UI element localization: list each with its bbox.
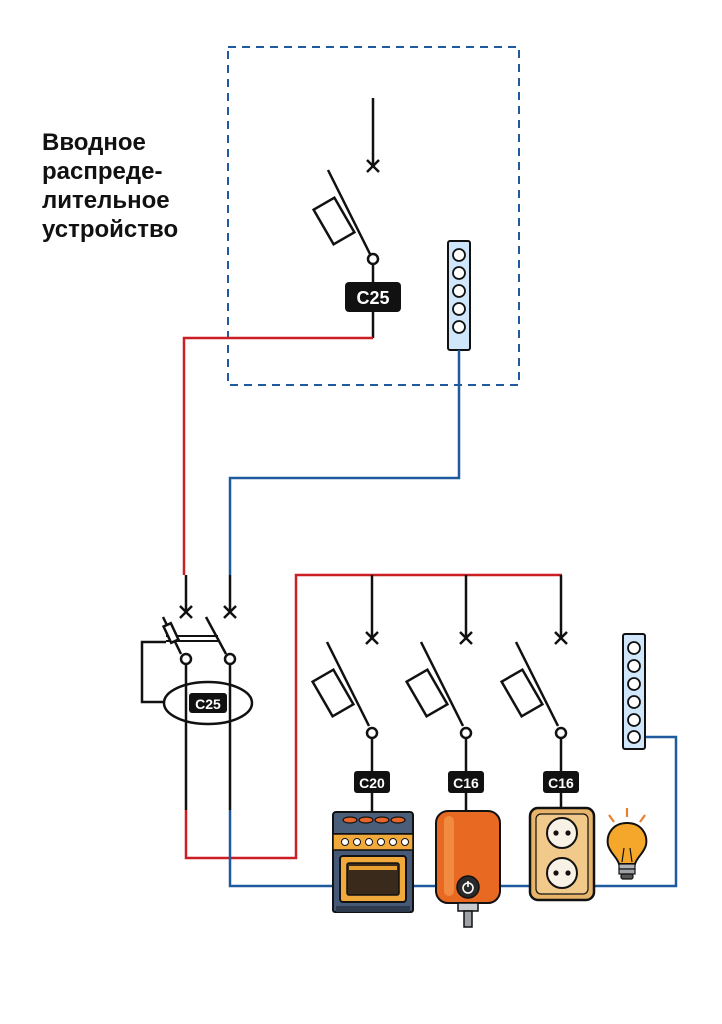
svg-text:C16: C16 xyxy=(548,775,574,791)
neutral-bus-top xyxy=(447,240,471,351)
neutral-bus-bottom xyxy=(622,633,646,750)
title-line-4: устройство xyxy=(42,216,179,243)
title-line-3: лительное xyxy=(42,187,170,214)
phase-wire-input xyxy=(182,336,373,575)
light-bulb-icon xyxy=(606,808,648,880)
breaker-socket xyxy=(499,575,568,771)
main-breaker xyxy=(311,98,380,338)
neutral-wire-return xyxy=(228,735,678,888)
neutral-wire-input xyxy=(228,350,461,575)
water-heater-icon xyxy=(435,810,501,928)
svg-text:C16: C16 xyxy=(453,775,479,791)
rcd-label: C25 xyxy=(189,693,227,713)
svg-text:C25: C25 xyxy=(356,288,389,308)
title-line-2: распреде- xyxy=(42,158,163,185)
device-feeds xyxy=(370,793,563,812)
breaker-socket-label: C16 xyxy=(543,771,579,793)
electric-stove-icon xyxy=(332,811,414,913)
svg-text:C25: C25 xyxy=(195,696,221,712)
rcd-device xyxy=(140,575,254,810)
breaker-stove-label: C20 xyxy=(354,771,390,793)
breaker-stove xyxy=(310,575,379,771)
input-enclosure xyxy=(227,46,520,386)
double-socket-icon xyxy=(528,806,596,902)
svg-text:C20: C20 xyxy=(359,775,385,791)
diagram-title: Вводное распреде- лительное устройство xyxy=(42,128,178,244)
breaker-water-heater-label: C16 xyxy=(448,771,484,793)
phase-wire-distribution xyxy=(184,573,562,860)
title-line-1: Вводное xyxy=(42,129,146,156)
main-breaker-label: C25 xyxy=(345,282,401,312)
breaker-water-heater xyxy=(404,575,473,771)
